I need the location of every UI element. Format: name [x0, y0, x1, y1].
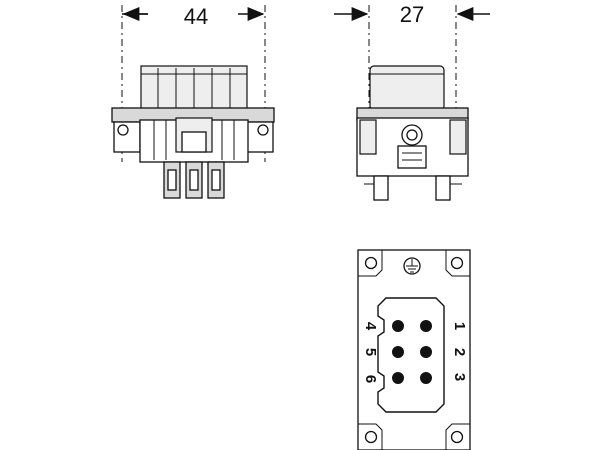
contact-dot-3: [420, 372, 432, 384]
ground-terminal: [397, 145, 427, 169]
center-window: [181, 131, 207, 153]
contact-dot-1: [420, 320, 432, 332]
contact-pins-front: [163, 161, 225, 199]
side-view: 27: [334, 2, 490, 201]
contact-dot-6: [392, 372, 404, 384]
contact-dot-2: [420, 346, 432, 358]
width-dimension-label: 44: [184, 4, 208, 29]
contact-dot-5: [392, 346, 404, 358]
mounting-hole-icon: [450, 256, 464, 270]
pin-label-4: 4: [362, 322, 379, 331]
pin-label-3: 3: [451, 373, 468, 381]
foot-left: [373, 175, 389, 201]
face-plate: [357, 249, 471, 450]
foot-right: [435, 175, 451, 201]
earth-ground-icon: [403, 257, 421, 275]
contact-dot-4: [392, 320, 404, 332]
left-screw-icon: [117, 124, 129, 136]
face-view: 4 5 6 1 2 3: [357, 249, 471, 450]
front-view: 44: [111, 4, 275, 199]
pin-label-5: 5: [362, 348, 379, 356]
mounting-hole-icon: [364, 430, 378, 444]
pin-label-2: 2: [451, 348, 468, 356]
mounting-hole-icon: [450, 430, 464, 444]
right-screw-icon: [257, 124, 269, 136]
depth-dimension-label: 27: [400, 2, 424, 27]
pin-label-1: 1: [451, 322, 468, 330]
contact-insert: [377, 297, 445, 413]
left-latch: [359, 119, 377, 155]
pin-label-6: 6: [362, 375, 379, 383]
mounting-hole-icon: [364, 256, 378, 270]
right-latch: [449, 119, 467, 155]
housing-top: [369, 65, 445, 111]
